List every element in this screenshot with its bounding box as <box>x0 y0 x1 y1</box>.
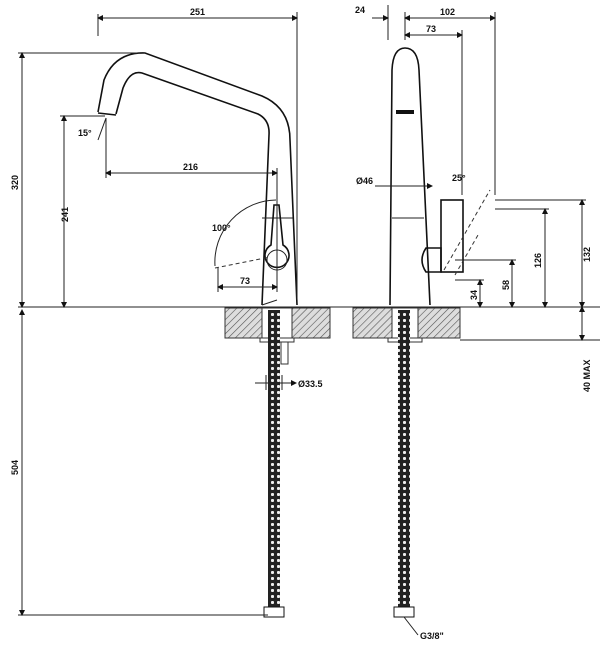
handle-rotated-position <box>214 256 271 269</box>
label-max-counter-thickness: 40 MAX <box>582 359 592 392</box>
hose-fitting-side <box>393 606 415 618</box>
label-connection: G3/8" <box>420 631 444 641</box>
body-outline-side <box>389 47 431 306</box>
handle-side <box>440 199 464 273</box>
base-line <box>261 299 278 306</box>
spray-angle-line <box>97 117 107 141</box>
handle-tilted-position <box>443 189 491 271</box>
handle-tilted-position-2 <box>454 234 479 276</box>
label-body-diameter: Ø46 <box>356 176 373 186</box>
label-overall-width: 251 <box>190 7 205 17</box>
label-overall-height: 320 <box>10 175 20 190</box>
label-handle-base-height: 34 <box>469 290 479 300</box>
label-depth: 102 <box>440 7 455 17</box>
front-view: 251 320 241 15° 216 100° 73 Ø33.5 504 <box>10 7 331 618</box>
flexible-hose-front <box>268 310 280 607</box>
threaded-rod <box>280 341 289 365</box>
leader-line <box>403 616 419 636</box>
flexible-hose-side <box>398 310 410 607</box>
label-handle-height: 126 <box>533 253 543 268</box>
label-handle-pivot-height: 58 <box>501 280 511 290</box>
spout-outlet <box>97 112 117 116</box>
spout-inner-outline <box>115 71 270 306</box>
hose-fitting-front <box>263 606 285 618</box>
label-hose-length: 504 <box>10 460 20 475</box>
label-spout-reach: 216 <box>183 162 198 172</box>
label-spout-offset: 73 <box>426 24 436 34</box>
label-handle-top-height: 132 <box>582 247 592 262</box>
label-handle-rotation: 100° <box>212 223 231 233</box>
label-hose-diameter: Ø33.5 <box>298 379 323 389</box>
spout-outer-outline <box>97 52 298 306</box>
spout-outlet-mark <box>396 110 414 114</box>
side-view: 24 102 73 Ø46 25° 132 126 58 34 40 MAX G… <box>352 5 592 641</box>
handle-lever <box>264 204 290 269</box>
label-handle-reach: 73 <box>240 276 250 286</box>
label-spout-height: 241 <box>60 207 70 222</box>
label-offset: 24 <box>355 5 365 15</box>
label-spout-angle: 15° <box>78 128 92 138</box>
label-handle-angle: 25° <box>452 173 466 183</box>
handle-rotation-arc <box>214 199 277 267</box>
handle-pivot <box>421 247 442 273</box>
